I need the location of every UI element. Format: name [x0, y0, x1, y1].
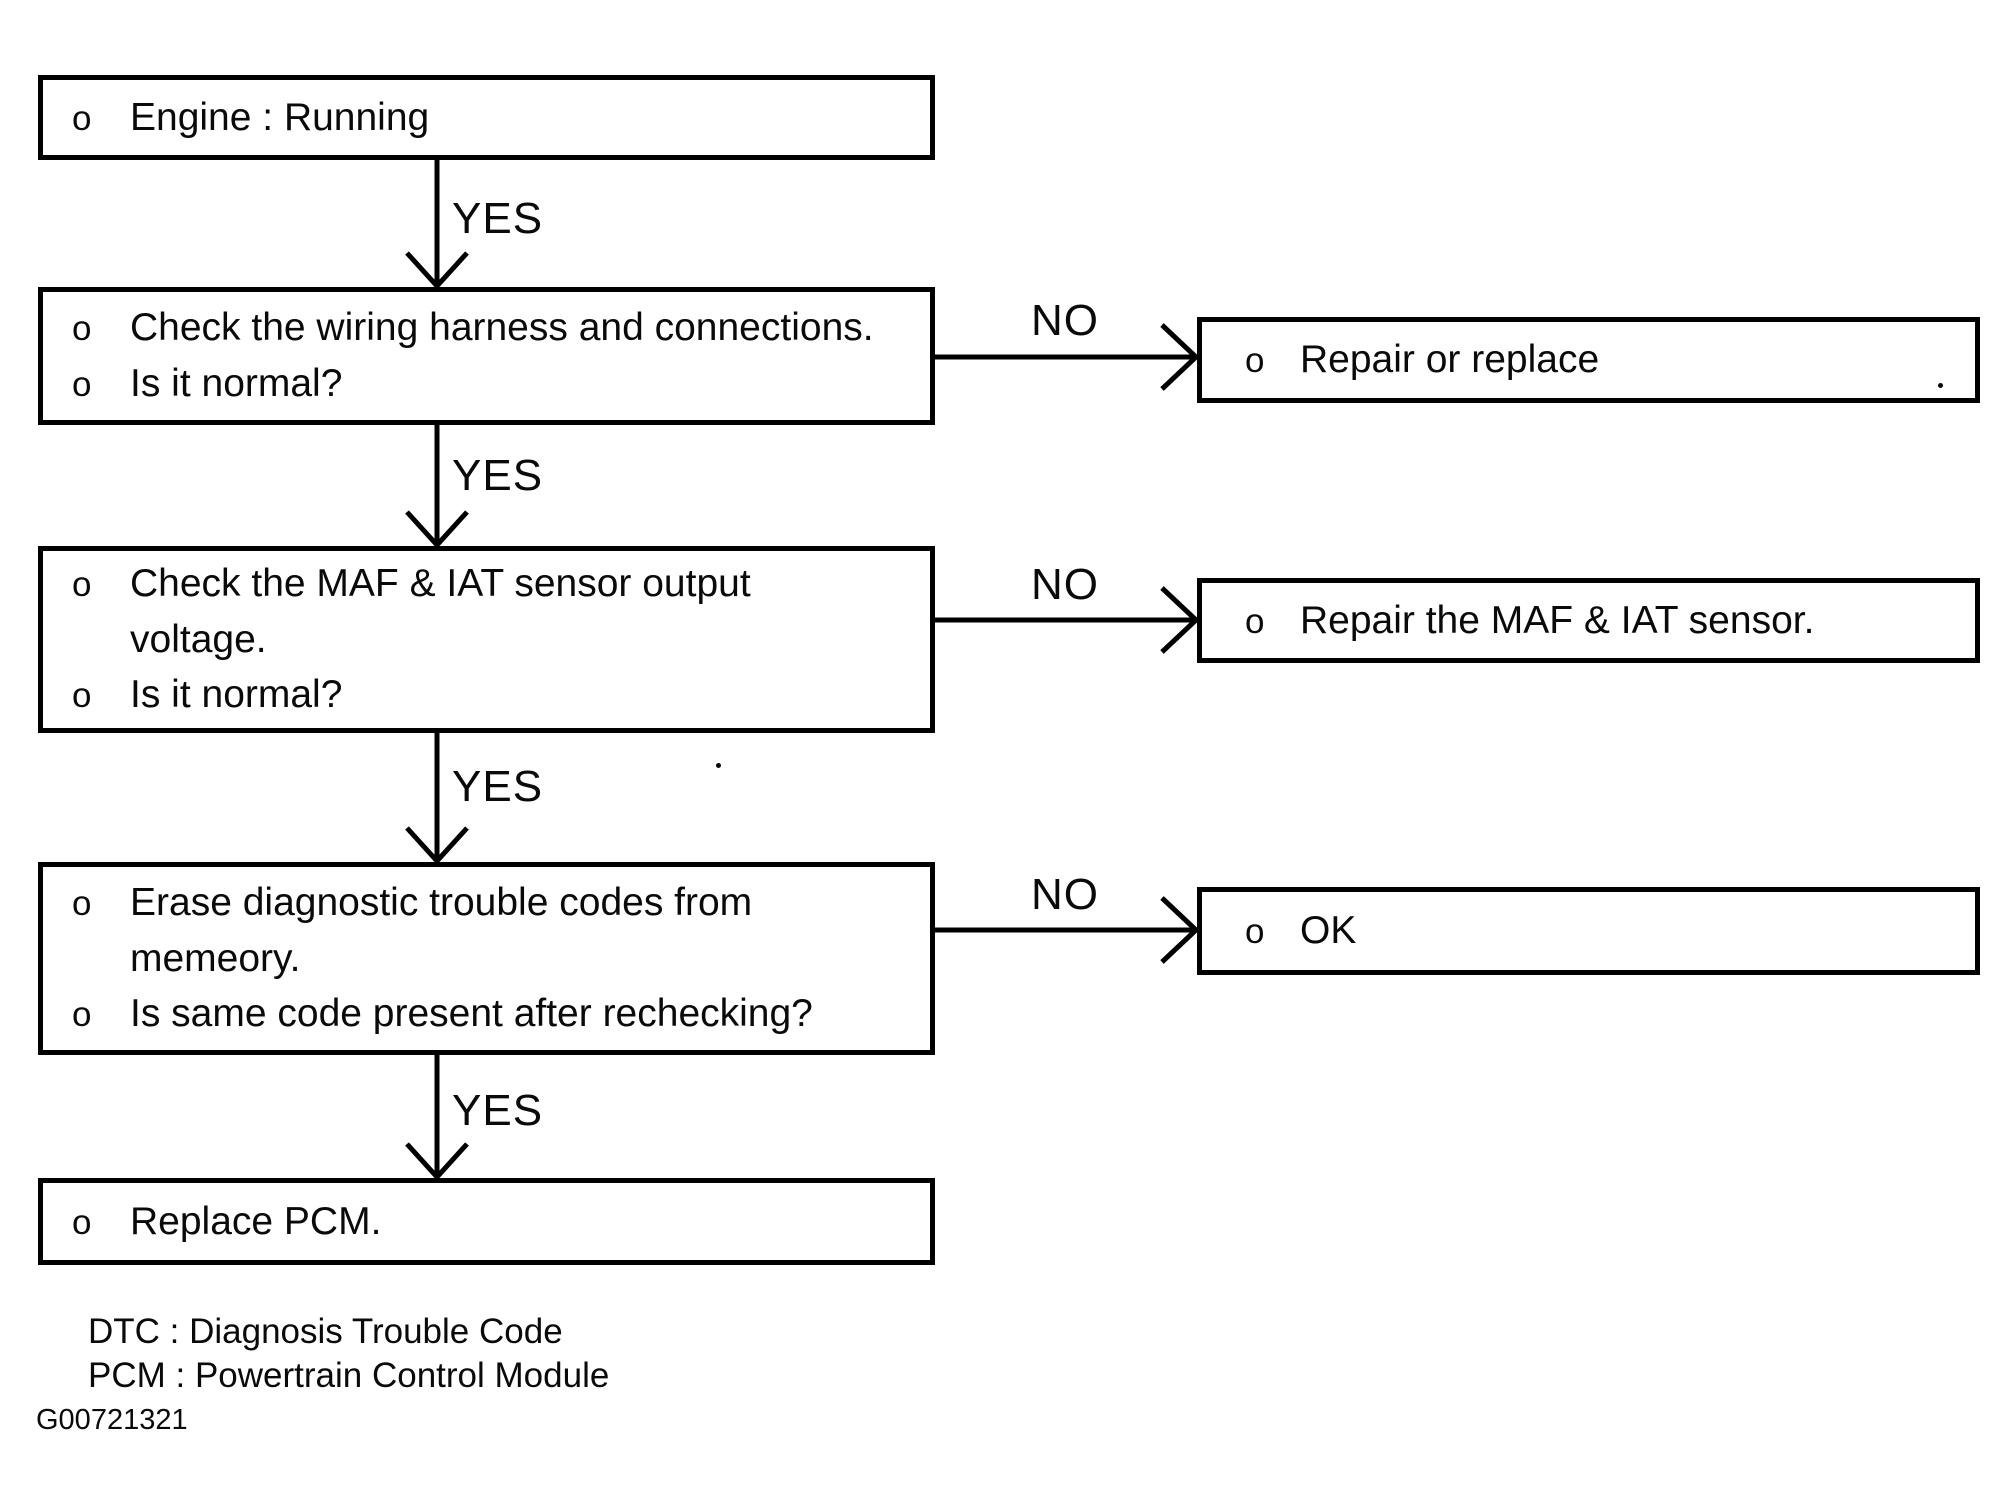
no-arrow-2	[933, 586, 1200, 654]
legend-pcm: PCM : Powertrain Control Module	[88, 1356, 610, 1395]
yes-label-1: YES	[452, 194, 544, 243]
step-text: Replace PCM.	[130, 1199, 382, 1243]
step-text: Check the MAF & IAT sensor output	[130, 562, 751, 605]
step-text: Is it normal?	[130, 362, 343, 405]
step-text: Engine : Running	[130, 95, 430, 139]
bullet-marker: o	[72, 309, 92, 348]
bullet-item: o Check the wiring harness and connectio…	[43, 300, 930, 356]
bullet-item-continuation: memeory.	[43, 931, 930, 986]
bullet-marker: o	[72, 565, 92, 604]
yes-label-2: YES	[452, 451, 544, 500]
yes-label-4: YES	[452, 1086, 544, 1135]
bullet-marker: o	[1245, 601, 1265, 641]
yes-arrow-4	[405, 1053, 469, 1181]
no-label-3: NO	[1031, 870, 1099, 919]
scan-artifact-dot	[1938, 383, 1943, 388]
bullet-marker: o	[72, 676, 92, 715]
step-text: Repair the MAF & IAT sensor.	[1300, 598, 1815, 642]
bullet-item: o OK	[1202, 903, 1975, 959]
yes-arrow-1	[405, 158, 469, 290]
outcome-repair-maf-iat: o Repair the MAF & IAT sensor.	[1197, 578, 1980, 663]
yes-arrow-3	[405, 731, 469, 865]
bullet-item: o Is same code present after rechecking?	[43, 986, 930, 1042]
figure-id: G00721321	[36, 1404, 188, 1436]
bullet-item: o Replace PCM.	[43, 1194, 930, 1250]
step-text: Check the wiring harness and connections…	[130, 306, 874, 349]
step-text: voltage.	[130, 618, 267, 661]
step-engine-running: o Engine : Running	[38, 75, 935, 160]
bullet-marker: o	[72, 995, 92, 1034]
no-arrow-3	[933, 896, 1200, 964]
legend-dtc: DTC : Diagnosis Trouble Code	[88, 1312, 563, 1351]
no-arrow-1	[933, 323, 1200, 391]
step-check-wiring: o Check the wiring harness and connectio…	[38, 287, 935, 425]
step-text: memeory.	[130, 937, 301, 980]
bullet-marker: o	[72, 365, 92, 404]
no-label-2: NO	[1031, 560, 1099, 609]
bullet-item: o Is it normal?	[43, 667, 930, 723]
no-label-1: NO	[1031, 296, 1099, 345]
bullet-item: o Check the MAF & IAT sensor output	[43, 556, 930, 612]
step-text: Erase diagnostic trouble codes from	[130, 881, 753, 924]
step-text: OK	[1300, 909, 1357, 952]
bullet-item: o Repair the MAF & IAT sensor.	[1202, 593, 1975, 649]
bullet-marker: o	[72, 884, 92, 923]
step-check-maf-iat: o Check the MAF & IAT sensor output volt…	[38, 546, 935, 733]
bullet-marker: o	[1245, 341, 1265, 380]
scan-artifact-dot	[716, 763, 721, 768]
step-text: Is same code present after rechecking?	[130, 992, 813, 1035]
bullet-item: o Is it normal?	[43, 356, 930, 412]
bullet-item: o Erase diagnostic trouble codes from	[43, 875, 930, 931]
step-text: Repair or replace	[1300, 338, 1600, 381]
step-text: Is it normal?	[130, 673, 343, 716]
bullet-item: o Engine : Running	[43, 90, 930, 146]
bullet-marker: o	[72, 1202, 92, 1242]
yes-label-3: YES	[452, 762, 544, 811]
outcome-repair-or-replace: o Repair or replace	[1197, 317, 1980, 403]
outcome-ok: o OK	[1197, 887, 1980, 975]
bullet-item: o Repair or replace	[1202, 332, 1975, 388]
yes-arrow-2	[405, 423, 469, 549]
bullet-marker: o	[1245, 912, 1265, 951]
bullet-item-continuation: voltage.	[43, 612, 930, 667]
step-erase-codes: o Erase diagnostic trouble codes from me…	[38, 862, 935, 1055]
step-replace-pcm: o Replace PCM.	[38, 1178, 935, 1265]
bullet-marker: o	[72, 98, 92, 138]
